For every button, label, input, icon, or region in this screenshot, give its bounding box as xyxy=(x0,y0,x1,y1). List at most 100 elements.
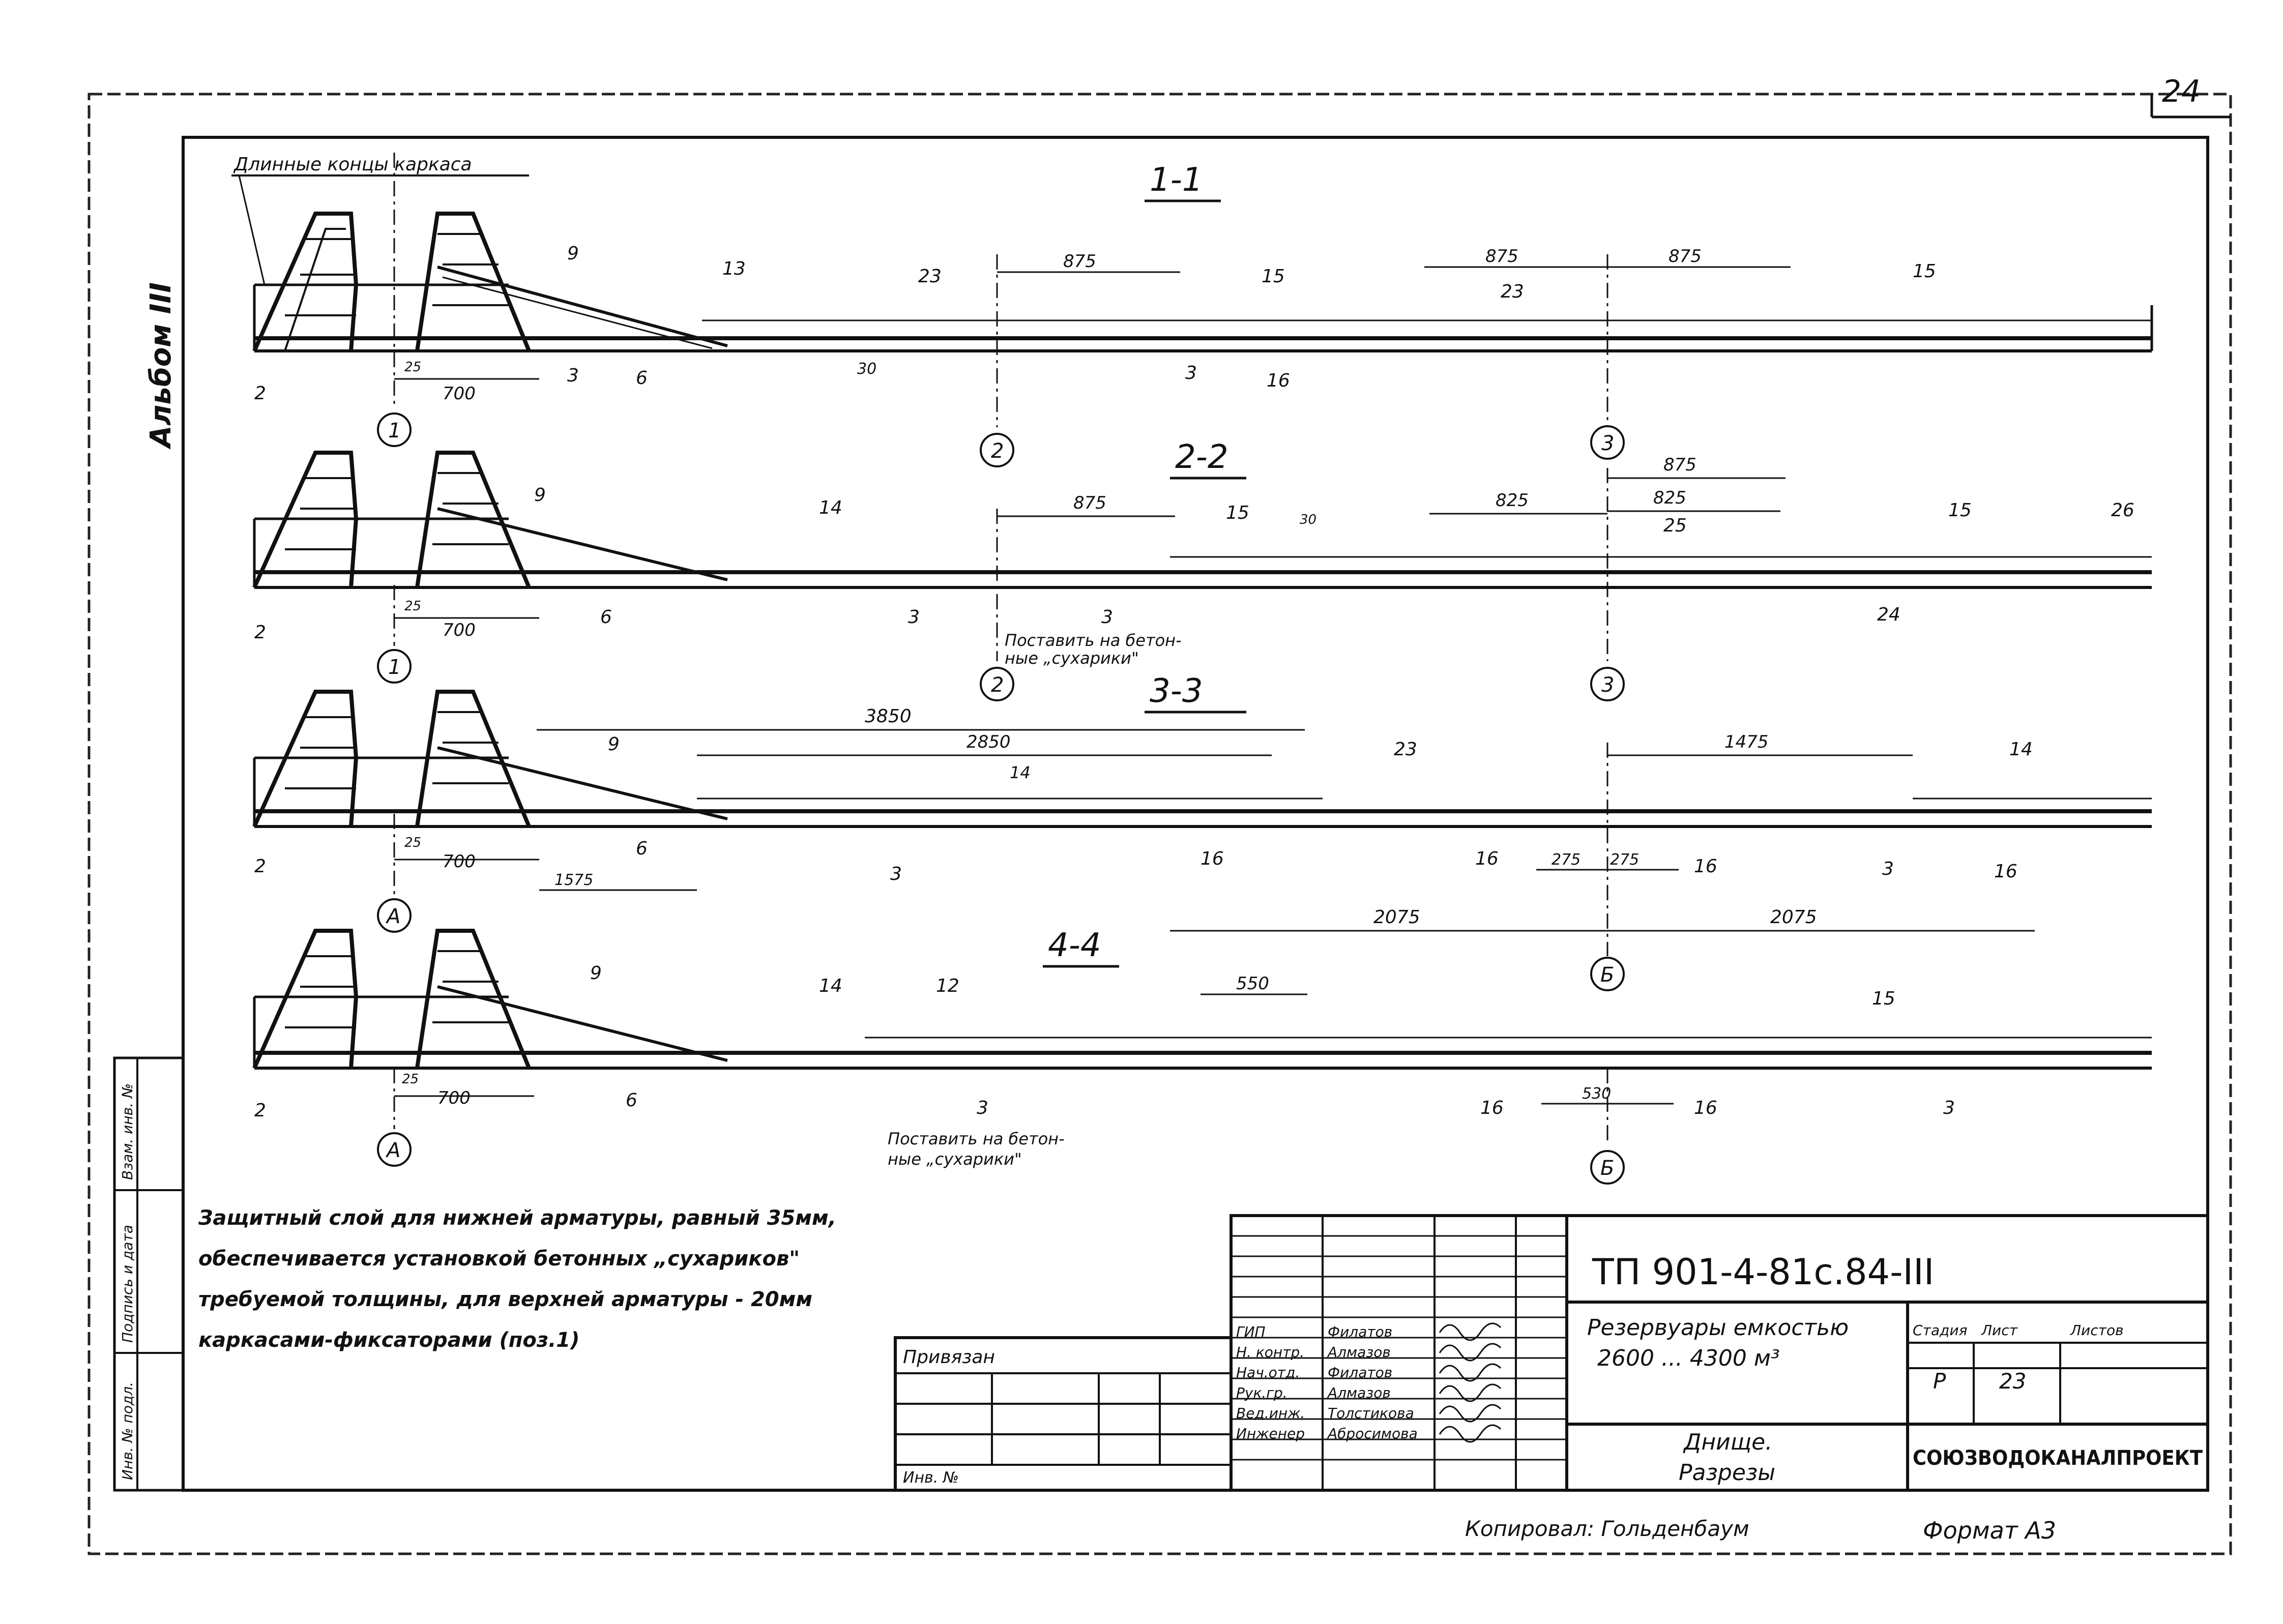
copied-by: Копировал: Гольденбаум xyxy=(1465,1516,1749,1541)
dim-2-b: 825 xyxy=(1496,490,1529,511)
mark-1-2: 2 xyxy=(254,383,266,404)
left-strip: Взам. инв. № Подпись и дата Инв. № подл. xyxy=(113,1056,185,1492)
title-block xyxy=(894,1214,2209,1492)
mark-3-14a: 14 xyxy=(1010,763,1031,782)
name-6: Абросимова xyxy=(1327,1425,1418,1442)
general-note: Защитный слой для нижней арматуры, равны… xyxy=(198,1198,836,1361)
dim-3-i: 2075 xyxy=(1373,907,1420,928)
dim-1-f: 30 xyxy=(857,360,876,378)
album-label: Альбом III xyxy=(144,282,178,450)
strip-label-3: Инв. № подл. xyxy=(119,1382,136,1480)
mark-3-16d: 16 xyxy=(1994,861,2017,882)
axis-1-2: 2 xyxy=(991,439,1004,463)
section-title-4: 4-4 xyxy=(1048,927,1101,964)
dim-2-a: 875 xyxy=(1073,493,1106,513)
dim-3-g: 275 xyxy=(1552,851,1580,869)
doc-code: ТП 901-4-81с.84-III xyxy=(1592,1251,1934,1293)
project-title-l2: 2600 ... 4300 м³ xyxy=(1597,1345,1780,1371)
role-2: Н. контр. xyxy=(1236,1344,1304,1361)
callout-top-left: Длинные концы каркаса xyxy=(233,154,472,175)
section-1-1: 1-1 1 2 3 875 875 875 700 xyxy=(252,153,2153,467)
mark-2-3a: 3 xyxy=(908,607,920,628)
axis-2-1: 1 xyxy=(388,656,401,679)
dim-3-c: 1475 xyxy=(1724,732,1769,752)
mark-4-9: 9 xyxy=(590,963,602,984)
sheet-label: Лист xyxy=(1981,1322,2018,1339)
concrete-note-2-l1: Поставить на бетон- xyxy=(1005,631,1182,650)
mark-3-6: 6 xyxy=(636,838,648,859)
stage-label: Стадия xyxy=(1913,1322,1967,1339)
mark-1-9: 9 xyxy=(567,243,579,264)
dim-4-c: 700 xyxy=(437,1088,471,1108)
mark-4-12: 12 xyxy=(936,976,959,996)
axis-2-2: 2 xyxy=(991,673,1004,697)
mark-1-23a: 23 xyxy=(918,266,942,287)
mark-1-15b: 15 xyxy=(1913,261,1936,282)
mark-2-15b: 15 xyxy=(1948,500,1972,521)
mark-2-6: 6 xyxy=(600,607,612,628)
dim-2-c: 825 xyxy=(1653,488,1686,508)
role-6: Инженер xyxy=(1236,1425,1305,1442)
dim-1-b: 875 xyxy=(1485,246,1518,267)
mark-2-25: 25 xyxy=(1663,515,1687,536)
strip-label-1: Взам. инв. № xyxy=(119,1083,136,1180)
mark-2-24: 24 xyxy=(1877,604,1900,625)
dim-1-a: 875 xyxy=(1063,251,1096,272)
name-2: Алмазов xyxy=(1327,1344,1391,1361)
section-title-1: 1-1 xyxy=(1150,161,1203,199)
mark-3-3b: 3 xyxy=(1882,859,1894,879)
axis-1-1: 1 xyxy=(388,419,401,442)
mark-4-16a: 16 xyxy=(1480,1098,1504,1118)
axis-4-a: А xyxy=(385,1139,400,1162)
sheet-number: 24 xyxy=(2162,74,2201,109)
attached-label: Привязан xyxy=(903,1347,995,1368)
dim-3-a: 3850 xyxy=(865,706,912,727)
org-name: СОЮЗВОДОКАНАЛПРОЕКТ xyxy=(1913,1446,2203,1470)
role-4: Рук.гр. xyxy=(1236,1384,1287,1401)
mark-4-15: 15 xyxy=(1872,988,1895,1009)
format-label: Формат А3 xyxy=(1923,1517,2056,1544)
name-5: Толстикова xyxy=(1328,1405,1414,1422)
dim-2-e: 700 xyxy=(443,620,476,640)
mark-3-16a: 16 xyxy=(1201,848,1224,869)
name-1: Филатов xyxy=(1328,1323,1392,1340)
dim-3-b: 2850 xyxy=(967,732,1011,752)
section-title-2: 2-2 xyxy=(1175,438,1228,476)
mark-1-3a: 3 xyxy=(567,365,579,386)
mark-3-16b: 16 xyxy=(1475,848,1499,869)
mark-1-13: 13 xyxy=(722,258,746,279)
section-title-3: 3-3 xyxy=(1150,672,1203,710)
role-5: Вед.инж. xyxy=(1236,1405,1305,1422)
mark-4-16b: 16 xyxy=(1694,1098,1717,1118)
signatures xyxy=(1439,1322,1502,1443)
sheet-title-l1: Днище. xyxy=(1683,1429,1772,1455)
sheets-label: Листов xyxy=(2070,1322,2124,1339)
axis-3-a: А xyxy=(385,905,400,928)
mark-2-15a: 15 xyxy=(1226,503,1249,523)
mark-1-6: 6 xyxy=(636,368,648,389)
dim-3-f: 25 xyxy=(404,835,421,850)
dim-3-h: 275 xyxy=(1610,851,1639,869)
dim-4-b: 530 xyxy=(1582,1085,1611,1103)
general-note-line-1: Защитный слой для нижней арматуры, равны… xyxy=(198,1206,836,1230)
mark-4-3a: 3 xyxy=(977,1098,988,1118)
mark-4-2: 2 xyxy=(254,1100,266,1121)
mark-1-16: 16 xyxy=(1267,370,1290,391)
general-note-line-3: требуемой толщины, для верхней арматуры … xyxy=(198,1288,813,1311)
axis-3-b: Б xyxy=(1600,963,1614,987)
project-title-l1: Резервуары емкостью xyxy=(1587,1315,1849,1341)
mark-1-3b: 3 xyxy=(1185,363,1197,383)
concrete-note-4-l2: ные „сухарики" xyxy=(888,1149,1022,1169)
mark-3-14b: 14 xyxy=(2009,739,2033,760)
name-4: Алмазов xyxy=(1327,1384,1391,1401)
mark-2-9: 9 xyxy=(534,485,546,506)
mark-4-6: 6 xyxy=(626,1090,637,1111)
sheet-value: 23 xyxy=(1999,1369,2026,1394)
mark-2-14: 14 xyxy=(819,497,842,518)
mark-1-23b: 23 xyxy=(1501,281,1524,302)
inv-label: Инв. № xyxy=(903,1469,959,1487)
mark-2-3b: 3 xyxy=(1101,607,1113,628)
mark-2-2: 2 xyxy=(254,622,266,643)
mark-3-23: 23 xyxy=(1394,739,1417,760)
dim-2-g: 30 xyxy=(1300,512,1316,527)
